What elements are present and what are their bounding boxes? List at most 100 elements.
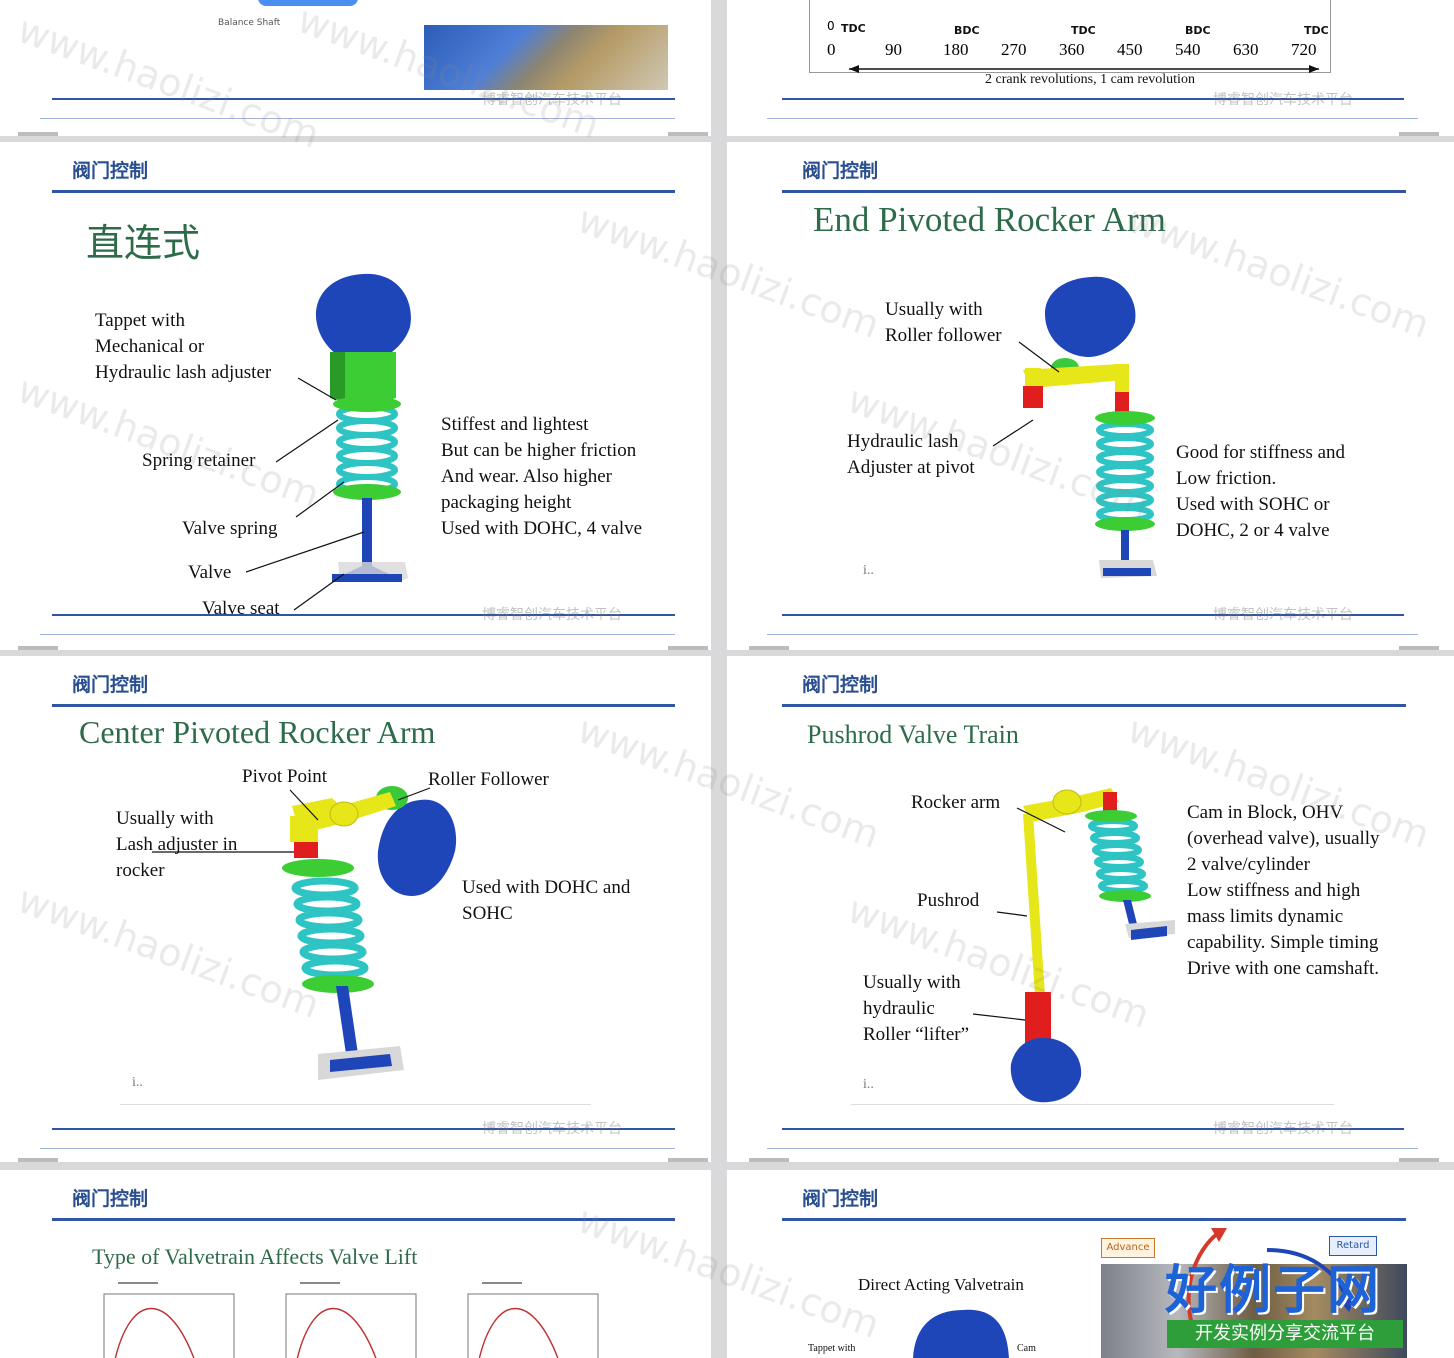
site-logo-sub: 开发实例分享交流平台 (1167, 1320, 1403, 1348)
footer-watermark: 博睿智创汽车技术平台 (482, 607, 622, 623)
desc-line-2: SOHC (462, 903, 513, 924)
site-logo-main: 好例子网 (1165, 1261, 1382, 1321)
crank-tick-label: 270 (1001, 40, 1027, 59)
slide-top-left: Balance Shaft 博睿智创汽车技术平台 (0, 0, 711, 136)
label-valve-seat: Valve seat (202, 598, 280, 619)
desc-line-4: packaging height (441, 492, 572, 513)
label-roller-follower: Roller Follower (428, 769, 549, 790)
label-roller-2: Roller follower (885, 325, 1002, 346)
slide-divider-right (668, 1158, 708, 1162)
desc-line-1: Good for stiffness and (1176, 442, 1346, 463)
slide-cam-timing: 阀门控制 Direct Acting Valvetrain Tappet wit… (727, 1170, 1454, 1358)
desc-line-3: 2 valve/cylinder (1187, 854, 1310, 875)
slide-header: 阀门控制 (802, 1188, 879, 1210)
slide-title: End Pivoted Rocker Arm (813, 200, 1166, 239)
slide-divider-left (18, 1158, 58, 1162)
slide-divider-right (1399, 1158, 1439, 1162)
desc-line-5: mass limits dynamic (1187, 906, 1344, 927)
slide-header: 阀门控制 (72, 674, 149, 696)
direct-acting-diagram (245, 273, 411, 611)
slide-title: Pushrod Valve Train (807, 720, 1019, 749)
desc-line-2: Low friction. (1176, 468, 1277, 489)
end-pivot-diagram: i.. (863, 276, 1157, 578)
crank-tick-label: 540 (1175, 40, 1201, 59)
balance-shaft-caption: Balance Shaft (218, 18, 281, 28)
desc-line-1: Cam in Block, OHV (1187, 802, 1344, 823)
center-pivot-diagram: i.. (132, 786, 457, 1090)
slide-divider-left (749, 1158, 789, 1162)
slide-title: Type of Valvetrain Affects Valve Lift (92, 1244, 418, 1269)
slide-end-pivoted: 阀门控制 End Pivoted Rocker Arm i.. Usually (727, 142, 1454, 650)
slide-valve-lift: 阀门控制 Type of Valvetrain Affects Valve Li… (0, 1170, 711, 1358)
crank-tick-label: 720 (1291, 40, 1317, 59)
footer-rule-thin (40, 118, 675, 119)
timing-diagram (913, 1309, 1009, 1358)
scroll-pill[interactable] (258, 0, 358, 6)
crank-tick-label: 90 (885, 40, 902, 59)
header-rule (782, 1218, 1406, 1221)
crank-tick-row: 0 90 180 270 360 450 540 630 720 (827, 40, 1335, 64)
footer-rule (782, 98, 1404, 100)
footer-rule (52, 98, 675, 100)
label-tappet: Tappet with (808, 1343, 856, 1354)
desc-line-3: And wear. Also higher (441, 466, 612, 487)
label-lifter-3: Roller “lifter” (863, 1024, 970, 1045)
footer-watermark: 博睿智创汽车技术平台 (482, 1121, 622, 1137)
desc-line-2: (overhead valve), usually (1187, 828, 1380, 849)
svg-text:i..: i.. (863, 563, 874, 578)
header-rule (782, 190, 1406, 193)
label-pushrod: Pushrod (917, 890, 980, 911)
slide-divider-left (749, 646, 789, 650)
label-rocker-arm: Rocker arm (911, 792, 1001, 813)
slide-divider-right (1399, 132, 1439, 136)
svg-text:i..: i.. (132, 1075, 143, 1090)
slide-divider-right (668, 646, 708, 650)
slide-header: 阀门控制 (802, 674, 879, 696)
desc-line-4: Low stiffness and high (1187, 880, 1361, 901)
crank-tick-label: 630 (1233, 40, 1259, 59)
content-rule (851, 1104, 1334, 1105)
slide-title: Center Pivoted Rocker Arm (79, 714, 436, 750)
label-tappet-1: Tappet with (95, 310, 185, 331)
pushrod-diagram: i.. (863, 788, 1175, 1103)
slide-direct-acting: 阀门控制 直连式 Tappet with (0, 142, 711, 650)
header-rule (52, 190, 675, 193)
slide-center-pivoted: 阀门控制 Center Pivoted Rocker Arm i.. Pivot… (0, 656, 711, 1162)
label-valve-spring: Valve spring (182, 518, 278, 539)
crank-tick-label: 0 (827, 40, 836, 59)
footer-rule-thin (767, 1148, 1418, 1149)
label-pivot-point: Pivot Point (242, 766, 327, 787)
footer-rule (52, 1128, 675, 1130)
label-lifter-2: hydraulic (863, 998, 935, 1019)
label-tappet-2: Mechanical or (95, 336, 205, 357)
content-rule (120, 1104, 591, 1105)
desc-line-4: DOHC, 2 or 4 valve (1176, 520, 1330, 541)
footer-watermark: 博睿智创汽车技术平台 (1213, 1121, 1353, 1137)
desc-line-2: But can be higher friction (441, 440, 637, 461)
bdc-label-1: BDC (954, 24, 980, 37)
crank-tick-label: 360 (1059, 40, 1085, 59)
desc-line-7: Drive with one camshaft. (1187, 958, 1380, 979)
desc-line-5: Used with DOHC, 4 valve (441, 518, 643, 539)
crank-caption: 2 crank revolutions, 1 cam revolution (985, 72, 1195, 87)
label-hyd-1: Hydraulic lash (847, 431, 959, 452)
footer-rule (782, 1128, 1404, 1130)
crank-tick-label: 450 (1117, 40, 1143, 59)
desc-line-1: Stiffest and lightest (441, 414, 589, 435)
svg-text:i..: i.. (863, 1077, 874, 1092)
header-rule (52, 1218, 675, 1221)
footer-rule-thin (40, 634, 675, 635)
crank-arrow: 0 (827, 19, 1319, 73)
crank-tick-label: 180 (943, 40, 969, 59)
footer-rule-thin (767, 634, 1418, 635)
label-lifter-1: Usually with (863, 972, 961, 993)
label-lash-2: Lash adjuster in (116, 834, 238, 855)
engine-photo (424, 25, 668, 90)
lift-mini-plots (103, 1282, 599, 1358)
slide-pushrod: 阀门控制 Pushrod Valve Train i.. Rocker arm … (727, 656, 1454, 1162)
bdc-label-2: BDC (1185, 24, 1211, 37)
slide-divider-right (668, 132, 708, 136)
header-rule (52, 704, 675, 707)
label-tappet-3: Hydraulic lash adjuster (95, 362, 272, 383)
